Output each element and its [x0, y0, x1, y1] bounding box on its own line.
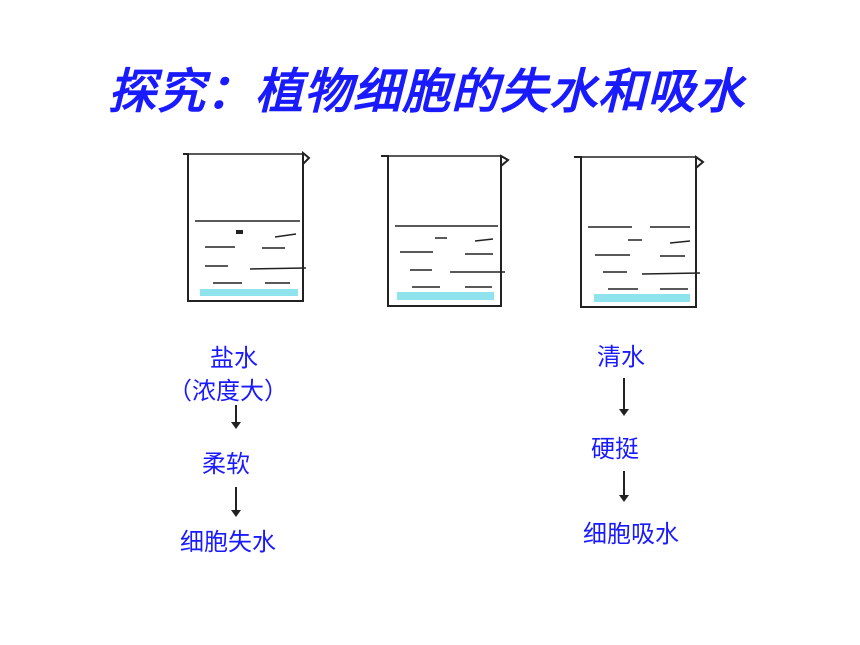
sediment-left	[200, 289, 298, 296]
beaker-left	[183, 150, 311, 302]
label-saltwater: 盐水	[210, 344, 258, 372]
label-fresh-water: 清水	[597, 343, 645, 371]
page-title: 探究：植物细胞的失水和吸水	[108, 64, 746, 120]
beaker-right	[574, 155, 705, 308]
arrow-down-left-1	[230, 405, 242, 429]
beaker-middle	[381, 154, 510, 307]
label-high-concentration: （浓度大）	[168, 377, 288, 405]
label-cell-loses-water: 细胞失水	[180, 528, 276, 556]
label-cell-absorbs-water: 细胞吸水	[583, 520, 679, 548]
arrow-down-right-2	[618, 471, 630, 502]
sediment-right	[594, 294, 690, 302]
label-soft: 柔软	[202, 450, 250, 478]
arrow-down-right-1	[618, 378, 630, 416]
sediment-middle	[397, 292, 494, 300]
label-firm: 硬挺	[591, 435, 639, 463]
arrow-down-left-2	[230, 487, 242, 517]
